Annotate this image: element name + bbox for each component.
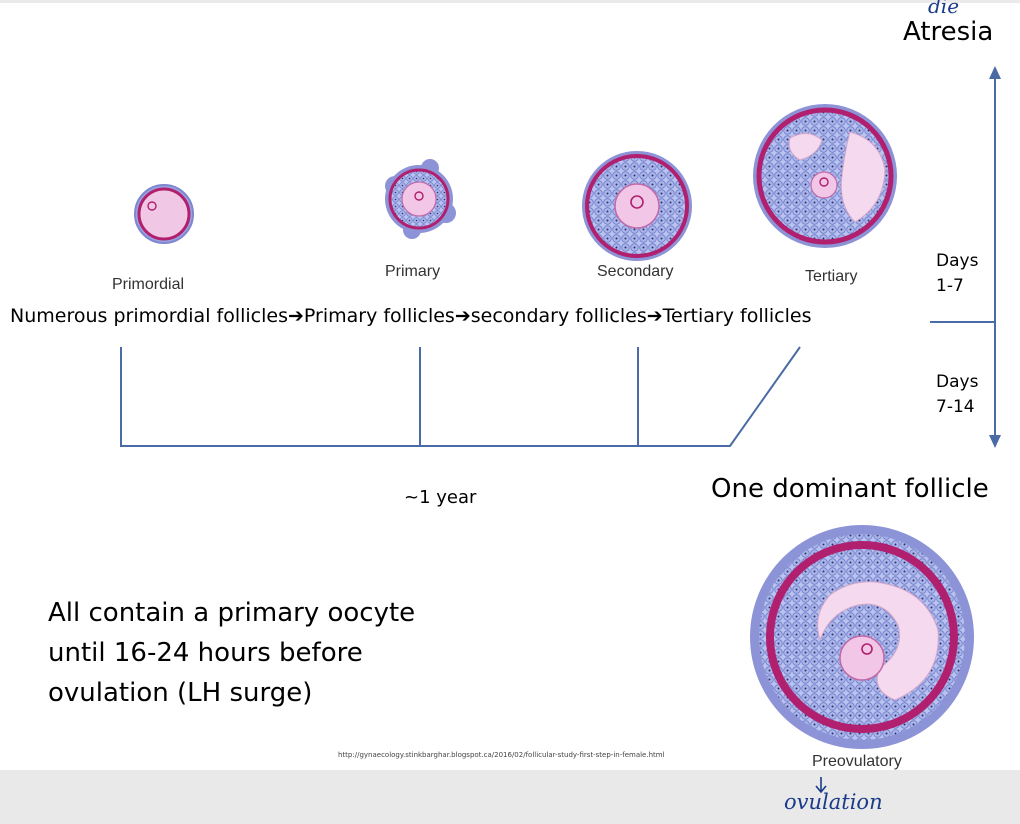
secondary-follicle [582, 151, 692, 261]
source-url: http://gynaecology.stinkbarghar.blogspot… [338, 751, 665, 759]
primary-follicle [385, 159, 456, 239]
ovulation-note: ovulation [784, 790, 883, 814]
oocyte-note: All contain a primary oocyte until 16-24… [48, 593, 458, 713]
sequence-primordial: Numerous primordial follicles [10, 305, 288, 327]
days-1-7: Days 1-7 [936, 249, 992, 299]
tertiary-follicle [753, 104, 897, 248]
arrow-icon: ➔ [288, 305, 304, 327]
primordial-follicle [135, 185, 193, 243]
label-tertiary: Tertiary [805, 268, 857, 286]
duration-label: ~1 year [404, 487, 476, 508]
sequence-primary: Primary follicles [304, 305, 455, 327]
sequence-secondary: secondary follicles [471, 305, 647, 327]
days-7-14: Days 7-14 [936, 370, 996, 420]
sequence-tertiary: Tertiary follicles [663, 305, 812, 327]
label-secondary: Secondary [597, 263, 674, 281]
label-primary: Primary [385, 263, 440, 281]
preovulatory-follicle [750, 525, 974, 749]
follicle-sequence: Numerous primordial follicles➔Primary fo… [10, 305, 811, 327]
atresia-note: die [928, 0, 959, 18]
arrow-icon: ➔ [455, 305, 471, 327]
timeline-bracket [121, 347, 800, 446]
dominant-follicle-label: One dominant follicle [711, 474, 989, 504]
label-primordial: Primordial [112, 276, 184, 294]
label-preovulatory: Preovulatory [812, 753, 902, 771]
arrow-icon: ➔ [647, 305, 663, 327]
atresia-label: Atresia [903, 17, 993, 47]
